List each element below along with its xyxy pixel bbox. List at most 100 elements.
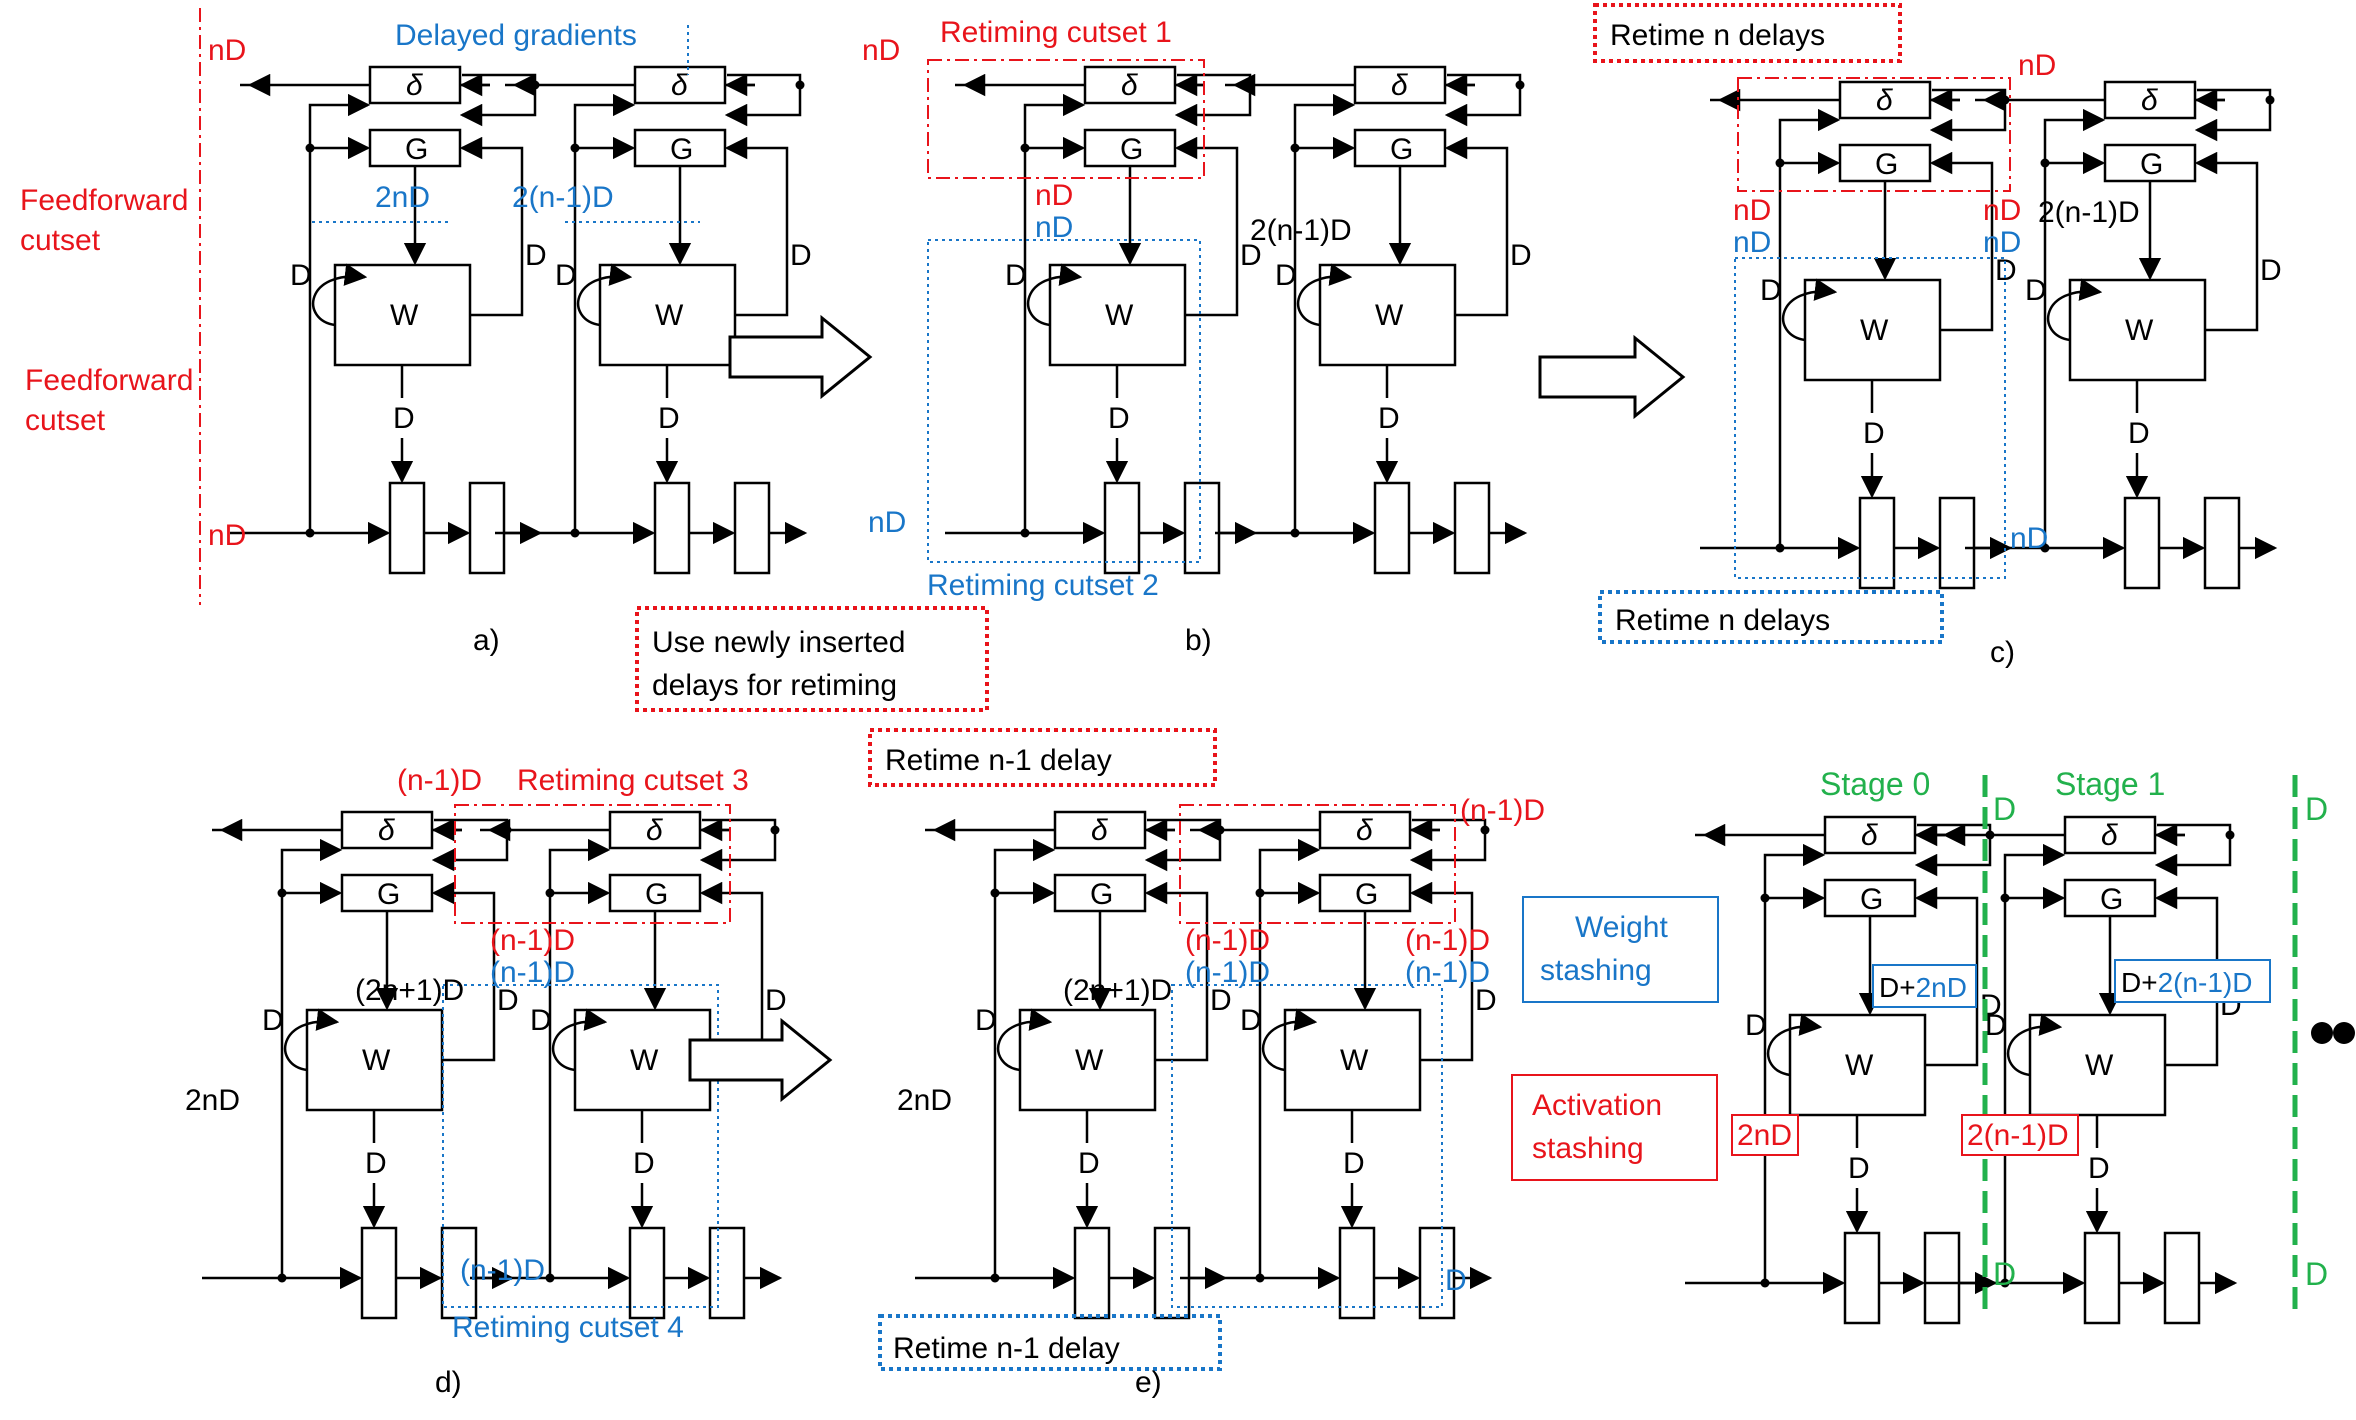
retiming-cutset-4-label: Retiming cutset 4 <box>452 1311 684 1344</box>
legend: Weight stashing Activation stashing <box>1511 896 1719 1181</box>
retime-bottom-box <box>1598 590 1944 644</box>
delta-symbol: δ <box>1876 84 1893 117</box>
activation-block-2 <box>1418 1226 1456 1320</box>
nD-blue-right-label: nD <box>1983 226 2021 259</box>
delta-block <box>2103 80 2197 120</box>
W-symbol: W <box>1845 1049 1874 1082</box>
delay-2n-1D-label: 2(n-1)D <box>2038 196 2140 229</box>
G-symbol: G <box>1090 878 1113 911</box>
retiming-cutset-4-box <box>442 984 719 1308</box>
delta-block <box>1083 65 1177 105</box>
gradient-block <box>2103 143 2197 183</box>
feedback-delay: D <box>765 984 787 1017</box>
retiming-cutset-2-box <box>927 239 1201 563</box>
W-symbol: W <box>1860 314 1889 347</box>
G-symbol: G <box>377 878 400 911</box>
self-loop-delay: D <box>1745 1009 1767 1042</box>
note-line-2: delays for retiming <box>652 669 897 702</box>
activation-stashing-line-2: stashing <box>1532 1132 1644 1165</box>
delta-symbol: δ <box>2101 819 2118 852</box>
delta-block <box>1838 80 1932 120</box>
activation-block-2 <box>2163 1231 2201 1325</box>
retime-bottom-cutset <box>1734 257 2006 579</box>
retime-bottom-cutset <box>1171 984 1443 1308</box>
retime-top-cutset <box>1179 804 1456 924</box>
retime-top-label: Retime n-1 delay <box>885 744 1112 777</box>
self-loop-delay: D <box>1240 1004 1262 1037</box>
retime-top-cutset <box>1737 77 2011 192</box>
delta-symbol: δ <box>378 814 395 847</box>
activation-stashing-line-1: Activation <box>1532 1089 1662 1122</box>
feedback-delay: D <box>1210 984 1232 1017</box>
panel-b: Retiming cutset 1 Retiming cutset 2 nD n… <box>862 16 1352 657</box>
pipeline-stages: δGWDDDδGWDDDδGWDDDδGWDDDδGWDDDδGWDDDδGWD… <box>202 65 2282 1325</box>
delay-2n-1D-label: 2(n-1)D <box>1250 214 1352 247</box>
retime-top-box <box>1593 3 1902 63</box>
delay-2nD-label: 2nD <box>185 1084 240 1117</box>
nD-red-left-label: nD <box>1733 194 1771 227</box>
W-symbol: W <box>1375 299 1404 332</box>
activation-block-1 <box>2123 496 2161 590</box>
activation-block-1 <box>1858 496 1896 590</box>
activation-block-2 <box>468 481 506 575</box>
feedforward-cutset-label-2b: cutset <box>25 404 106 437</box>
activation-block-2 <box>1923 1231 1961 1325</box>
weight-stashing-line-1: Weight <box>1575 911 1668 944</box>
retime-bottom-box <box>878 1314 1222 1371</box>
continuation-dot-2 <box>2333 1022 2355 1044</box>
activation-stash-1-box <box>1961 1114 2079 1156</box>
panel-f: Stage 0 Stage 1 D D D D D+2nD D+2(n-1)D … <box>1731 766 2355 1315</box>
weight-output-delay: D <box>2088 1152 2110 1185</box>
delta-symbol: δ <box>671 69 688 102</box>
activation-block-1 <box>1338 1226 1376 1320</box>
G-symbol: G <box>1355 878 1378 911</box>
retiming-cutset-2-label: Retiming cutset 2 <box>927 569 1159 602</box>
self-loop-delay: D <box>975 1004 997 1037</box>
weight-output-delay: D <box>1078 1147 1100 1180</box>
continuation-dot-1 <box>2311 1022 2333 1044</box>
self-loop-delay: D <box>262 1004 284 1037</box>
feedback-delay: D <box>2260 254 2282 287</box>
activation-block-1 <box>1373 481 1411 575</box>
weight-output-delay: D <box>633 1147 655 1180</box>
delta-symbol: δ <box>1121 69 1138 102</box>
panel-d: Retiming cutset 3 (n-1)D (n-1)D (n-1)D (… <box>185 764 749 1399</box>
weight-output-delay: D <box>1848 1152 1870 1185</box>
feedforward-cutset-label-2a: Feedforward <box>25 364 193 397</box>
feedback-delay: D <box>790 239 812 272</box>
weight-stashing-box <box>1522 896 1719 1003</box>
n1D-blue-right-label: (n-1)D <box>1405 956 1490 989</box>
G-symbol: G <box>1120 133 1143 166</box>
nD-blue-left-label: nD <box>1733 226 1771 259</box>
G-symbol: G <box>1860 883 1883 916</box>
W-symbol: W <box>390 299 419 332</box>
delta-block <box>1053 810 1147 850</box>
nD-red-right-label: nD <box>1983 194 2021 227</box>
stage-2-D-bottom: D <box>2305 1256 2328 1292</box>
panel-a: Delayed gradients nD nD Feedforward cuts… <box>20 8 700 657</box>
weight-output-delay: D <box>1378 402 1400 435</box>
activation-stashing-box <box>1511 1074 1718 1181</box>
nD-bottom-blue-label: nD <box>868 506 906 539</box>
transition-arrow-d-e <box>688 1017 833 1103</box>
n1D-blue-left-label: (n-1)D <box>1185 956 1270 989</box>
caption-d: d) <box>435 1366 462 1399</box>
retiming-cutset-3-box <box>454 804 731 924</box>
weight-output-delay: D <box>1343 1147 1365 1180</box>
delay-2n1D-label: (2n+1)D <box>1063 974 1172 1007</box>
feedforward-cutset-label-1a: Feedforward <box>20 184 188 217</box>
W-symbol: W <box>655 299 684 332</box>
delta-symbol: δ <box>1356 814 1373 847</box>
G-symbol: G <box>1875 148 1898 181</box>
feedback-delay: D <box>1240 239 1262 272</box>
delta-block <box>633 65 727 105</box>
caption-a: a) <box>473 624 500 657</box>
caption-e: e) <box>1135 1366 1162 1399</box>
activation-block-1 <box>360 1226 398 1320</box>
